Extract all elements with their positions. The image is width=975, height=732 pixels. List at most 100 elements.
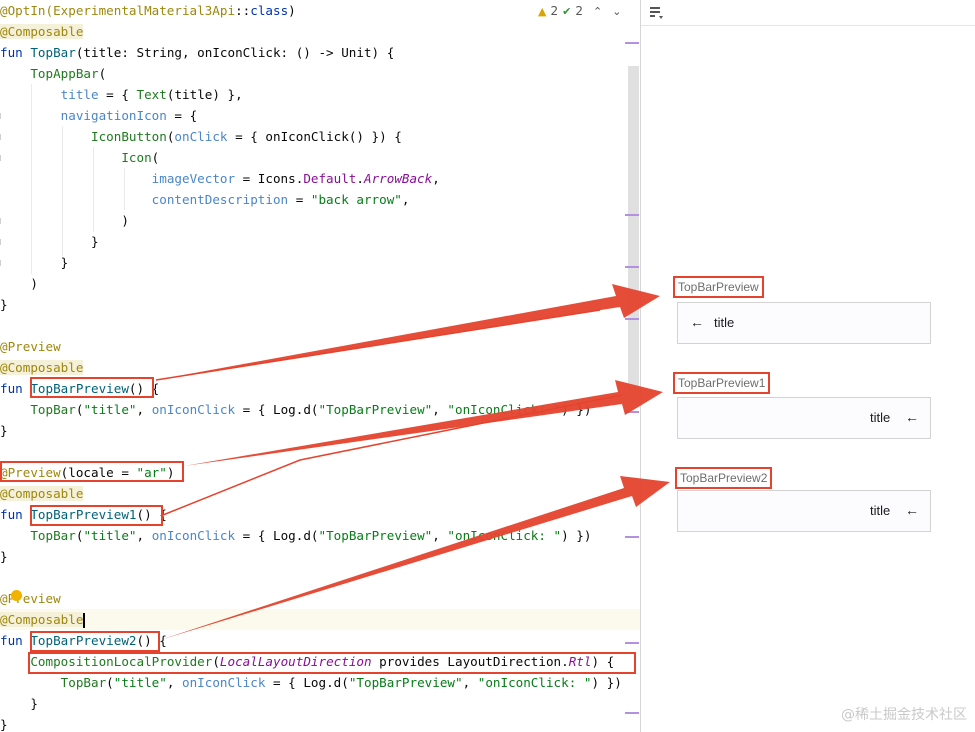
code-token: TopBarPreview [30, 381, 129, 396]
arrow-back-icon[interactable]: ← [905, 502, 919, 518]
code-token [0, 129, 91, 144]
layout-icon[interactable] [649, 6, 665, 20]
code-token: ExperimentalMaterial3Api [53, 3, 236, 18]
code-token: LocalLayoutDirection [219, 654, 372, 669]
highlight-topbarpreview [30, 377, 154, 398]
code-line[interactable]: TopBar("title", onIconClick = { Log.d("T… [0, 399, 591, 420]
code-line[interactable]: fun TopBarPreview() { [0, 378, 159, 399]
preview-label-1: TopBarPreview [673, 276, 764, 298]
code-token: CompositionLocalProvider [30, 654, 213, 669]
code-line[interactable]: } [0, 693, 38, 714]
compose-preview-panel: TopBarPreview ← title TopBarPreview1 tit… [641, 0, 975, 732]
code-line[interactable]: ) [0, 273, 38, 294]
chevron-down-icon[interactable]: ⌄ [612, 4, 622, 18]
code-token: = { Log.d( [235, 402, 319, 417]
code-token: contentDescription [151, 192, 289, 207]
code-token: = { [98, 87, 137, 102]
code-token: @Preview [0, 591, 61, 606]
scroll-marker [625, 42, 639, 44]
code-token: , [462, 675, 478, 690]
arrow-back-icon[interactable]: ← [690, 314, 704, 330]
code-token: TopBar [30, 528, 76, 543]
warning-count: 2 [550, 4, 559, 18]
code-line[interactable]: imageVector = Icons.Default.ArrowBack, [0, 168, 440, 189]
code-line[interactable]: navigationIcon = { [0, 105, 198, 126]
code-token: @Composable [0, 24, 84, 39]
lightbulb-icon[interactable] [11, 590, 22, 601]
code-token: = Icons. [235, 171, 304, 186]
code-line[interactable]: TopBar("title", onIconClick = { Log.d("T… [0, 672, 622, 693]
code-line[interactable]: fun TopBar(title: String, onIconClick: (… [0, 42, 394, 63]
code-line[interactable]: @Preview [0, 588, 61, 609]
code-line[interactable]: TopAppBar( [0, 63, 106, 84]
code-token [0, 402, 30, 417]
code-token: TopBar [30, 45, 76, 60]
code-line[interactable]: @OptIn(ExperimentalMaterial3Api::class) [0, 0, 296, 21]
code-line[interactable]: IconButton(onClick = { onIconClick() }) … [0, 126, 402, 147]
indent-guide [31, 84, 32, 274]
code-token: , [401, 192, 410, 207]
code-token: "onIconClick: " [477, 675, 592, 690]
arrow-back-icon[interactable]: ← [905, 409, 919, 425]
weak-warning-count: 2 [575, 4, 583, 18]
warning-icon: ▲ [538, 4, 547, 18]
code-line[interactable]: ) [0, 210, 129, 231]
code-line[interactable]: contentDescription = "back arrow", [0, 189, 410, 210]
code-line[interactable]: } [0, 714, 8, 732]
code-line[interactable]: @Composable [0, 21, 84, 42]
fold-marker[interactable] [0, 239, 5, 245]
fold-marker[interactable] [0, 155, 5, 161]
watermark: @稀土掘金技术社区 [841, 707, 967, 723]
code-token: onIconClick [182, 675, 266, 690]
inspection-widget[interactable]: ▲ 2 ✔ 2 ⌃ ⌄ [538, 3, 621, 19]
code-token: ( [166, 129, 175, 144]
code-line[interactable]: CompositionLocalProvider(LocalLayoutDire… [0, 651, 614, 672]
code-line[interactable]: @Composable [0, 357, 84, 378]
chevron-up-icon[interactable]: ⌃ [592, 4, 603, 18]
code-token: ( [106, 675, 114, 690]
code-token: ) [0, 213, 129, 228]
fold-marker[interactable] [0, 260, 5, 266]
code-token: , [432, 402, 448, 417]
code-token: } [0, 549, 8, 564]
code-token: ) }) [591, 675, 622, 690]
code-token: :: [235, 3, 251, 18]
code-line[interactable]: @Preview [0, 336, 61, 357]
code-line[interactable]: Icon( [0, 147, 159, 168]
fold-marker[interactable] [0, 218, 5, 224]
code-token: fun [0, 507, 31, 522]
code-token [0, 171, 152, 186]
code-token [0, 675, 61, 690]
code-token: Icon [121, 150, 152, 165]
code-token: @Composable [0, 360, 84, 375]
code-line[interactable]: } [0, 252, 69, 273]
code-token: Rtl [568, 654, 592, 669]
scroll-marker [625, 214, 639, 216]
text-caret [83, 613, 86, 628]
code-token [0, 66, 30, 81]
fold-marker[interactable] [0, 113, 5, 119]
code-line[interactable]: } [0, 420, 8, 441]
code-line[interactable]: fun TopBarPreview1() { [0, 504, 167, 525]
code-line[interactable]: fun TopBarPreview2() { [0, 630, 167, 651]
code-token: ) [0, 276, 38, 291]
code-token [0, 528, 30, 543]
code-token: imageVector [151, 171, 236, 186]
code-line[interactable]: @Composable [0, 609, 640, 630]
code-token: ( [212, 654, 220, 669]
code-token: fun [0, 45, 31, 60]
code-token: navigationIcon [60, 108, 167, 123]
code-editor[interactable]: @OptIn(ExperimentalMaterial3Api::class)@… [0, 0, 640, 732]
fold-marker[interactable] [0, 134, 5, 140]
code-token: ( [75, 402, 84, 417]
code-line[interactable]: title = { Text(title) }, [0, 84, 243, 105]
code-line[interactable]: } [0, 546, 8, 567]
editor-scrollbar[interactable] [628, 66, 639, 390]
code-line[interactable]: @Composable [0, 483, 84, 504]
code-token: } [0, 234, 99, 249]
code-line[interactable]: TopBar("title", onIconClick = { Log.d("T… [0, 525, 591, 546]
preview-topbar-2: title ← [677, 397, 931, 439]
code-line[interactable]: } [0, 294, 8, 315]
code-line[interactable]: } [0, 231, 99, 252]
code-token: @Composable [0, 486, 84, 501]
